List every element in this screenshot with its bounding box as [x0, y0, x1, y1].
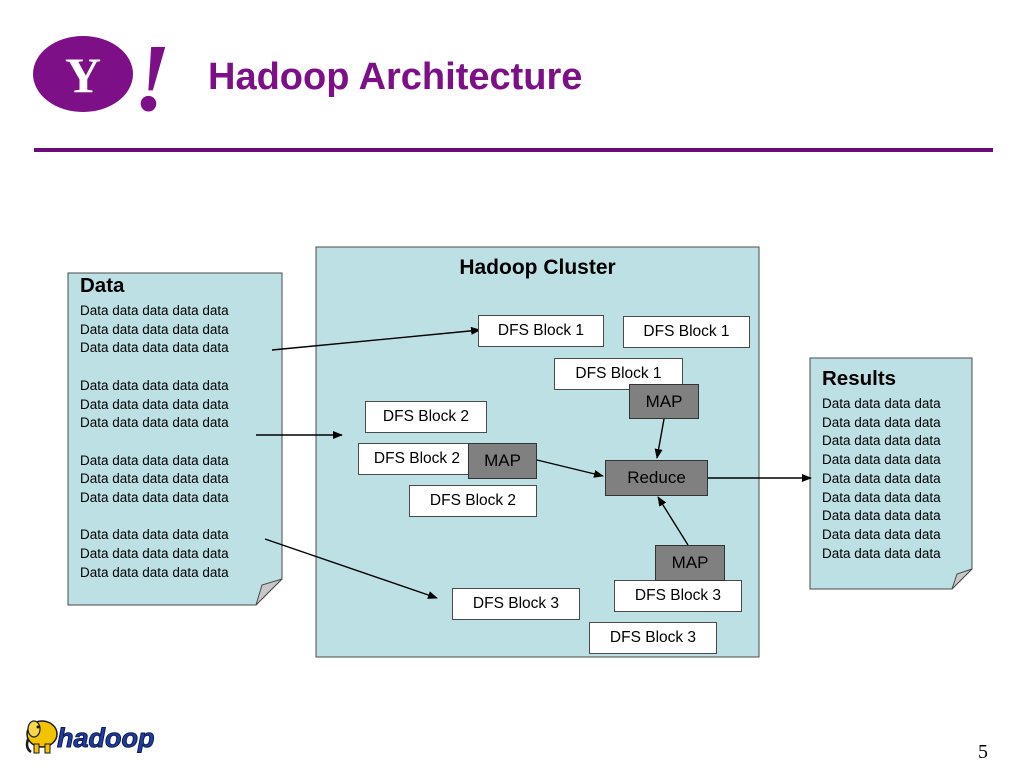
yahoo-logo: Y !: [32, 24, 172, 131]
data-doc-lines: Data data data data data Data data data …: [80, 302, 229, 583]
results-doc-line: Data data data data: [822, 452, 941, 468]
map-box-3: MAP: [655, 545, 725, 581]
dfs-block-3c: DFS Block 3: [589, 622, 717, 654]
arrow-data-to-block1: [271, 326, 481, 351]
reduce-box: Reduce: [605, 460, 708, 496]
dfs-block-1c: DFS Block 1: [554, 358, 683, 390]
data-doc-line: Data data data data data: [80, 564, 229, 580]
map-box-1: MAP: [629, 384, 699, 419]
data-doc-line: Data data data data data: [80, 377, 229, 393]
data-doc-heading: Data: [80, 274, 125, 297]
data-doc-blank-line: [80, 358, 229, 377]
arrow-map2-to-reduce: [536, 459, 604, 478]
data-doc-line: Data data data data data: [80, 415, 229, 431]
page-number: 5: [978, 741, 988, 763]
slide-title: Hadoop Architecture: [208, 56, 583, 98]
dfs-block-3b: DFS Block 3: [614, 580, 742, 612]
results-document-fold: [951, 568, 973, 590]
arrow-data-to-block3: [264, 538, 438, 599]
hadoop-logo-text: hadoop: [57, 723, 154, 753]
results-doc-line: Data data data data: [822, 470, 941, 486]
results-doc-line: Data data data data: [822, 433, 941, 449]
dfs-block-2b: DFS Block 2: [358, 443, 476, 475]
dfs-block-3a: DFS Block 3: [452, 588, 580, 620]
arrow-map1-to-reduce: [654, 418, 665, 459]
data-doc-line: Data data data data data: [80, 321, 229, 337]
arrow-map3-to-reduce: [657, 496, 689, 546]
dfs-block-2c: DFS Block 2: [409, 485, 537, 517]
map-box-2: MAP: [468, 443, 537, 479]
results-doc-heading: Results: [822, 367, 897, 390]
data-doc-blank-line: [80, 433, 229, 452]
title-rule: [34, 148, 993, 152]
data-doc-line: Data data data data data: [80, 471, 229, 487]
data-doc-line: Data data data data data: [80, 452, 229, 468]
yahoo-logo-exclaim: !: [133, 28, 170, 120]
data-doc-line: Data data data data data: [80, 490, 229, 505]
data-doc-line: Data data data data data: [80, 396, 229, 412]
yahoo-logo-y: Y: [65, 47, 101, 103]
data-document-fold: [255, 578, 283, 606]
results-doc-line: Data data data data: [822, 526, 941, 542]
dfs-block-1a: DFS Block 1: [478, 315, 604, 347]
results-doc-line: Data data data data: [822, 489, 941, 505]
results-doc-line: Data data data data: [822, 545, 941, 561]
results-doc-line: Data data data data: [822, 414, 941, 430]
data-doc-line: Data data data data data: [80, 340, 229, 356]
cluster-title: Hadoop Cluster: [459, 256, 616, 279]
dfs-block-2a: DFS Block 2: [365, 401, 487, 433]
results-doc-line: Data data data data: [822, 396, 941, 411]
hadoop-logo: hadoop: [24, 712, 158, 758]
data-doc-line: Data data data data data: [80, 546, 229, 562]
results-doc-line: Data data data data: [822, 508, 941, 524]
data-doc-line: Data data data data data: [80, 527, 229, 543]
data-doc-line: Data data data data data: [80, 303, 229, 318]
data-doc-blank-line: [80, 508, 229, 527]
results-doc-lines: Data data data data Data data data data …: [822, 395, 941, 563]
dfs-block-1b: DFS Block 1: [623, 316, 750, 348]
